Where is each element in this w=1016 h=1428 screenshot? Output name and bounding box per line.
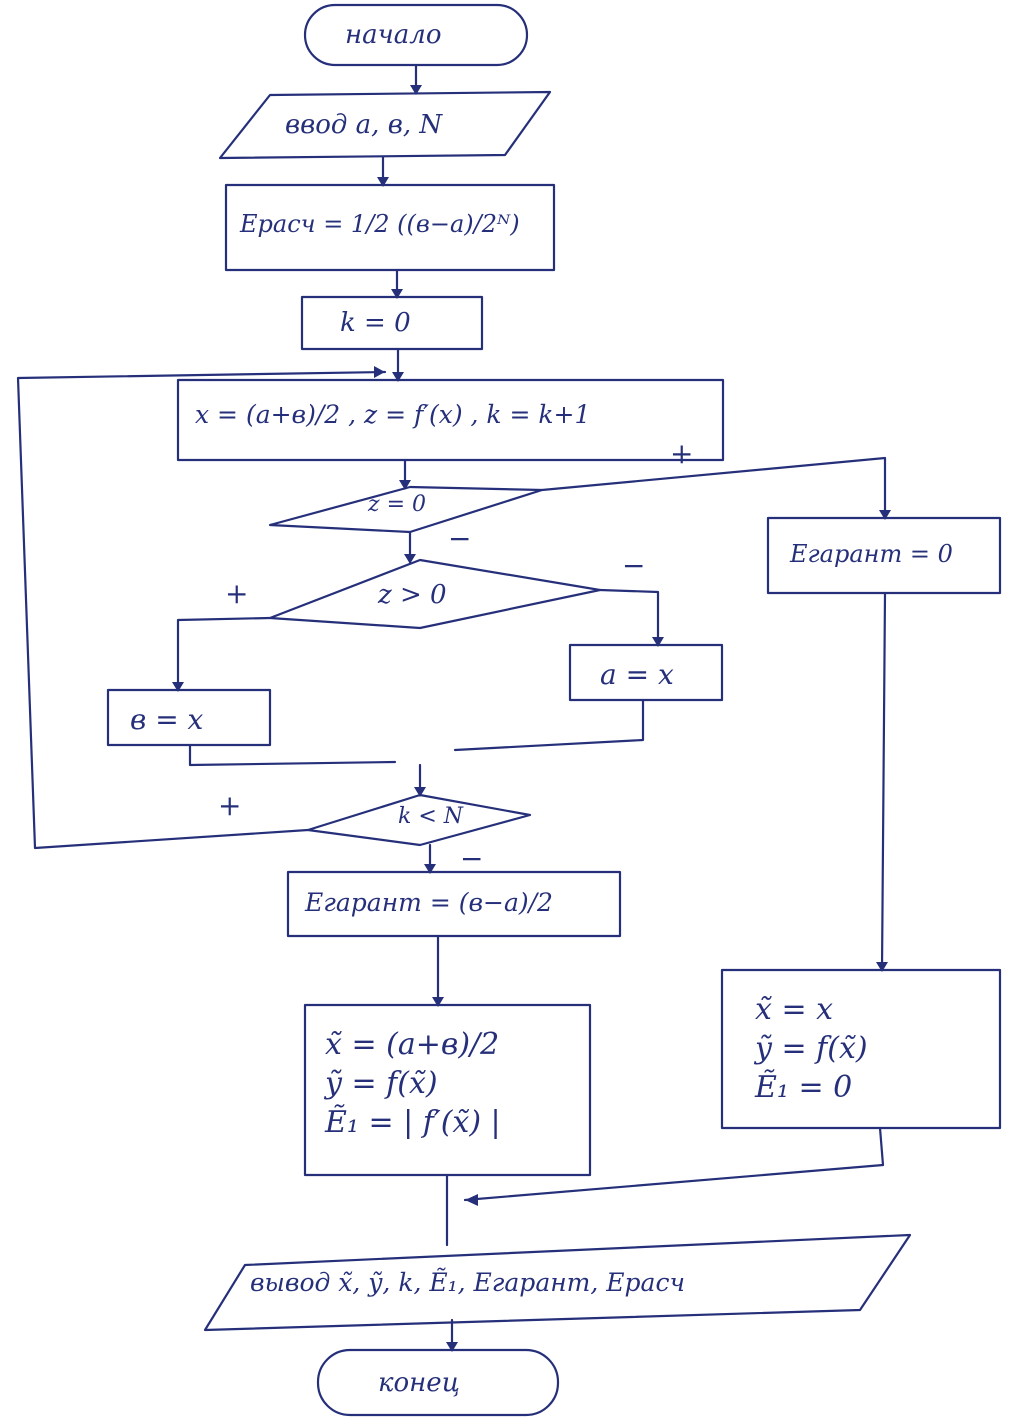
output-label: вывод x̃, ỹ, k, Ẽ₁, Eгарант, Eрасч	[250, 1268, 685, 1297]
eps-guar-calc-box	[286, 870, 622, 938]
loop-body-label: x = (a+в)/2 , z = f′(x) , k = k+1	[195, 400, 591, 429]
eps-calc-label: Eрасч = 1/2 ((в−a)/2ᴺ)	[240, 210, 520, 238]
z-positive-no-sign: −	[622, 549, 646, 582]
init-k-box	[300, 295, 484, 351]
k-less-n-yes-sign: +	[218, 789, 242, 822]
z-positive-label: z > 0	[378, 580, 447, 610]
result-right-box	[720, 968, 1002, 1130]
input-label: ввод a, в, N	[285, 110, 443, 140]
eps-guar-calc-label: Eгарант = (в−a)/2	[305, 888, 553, 917]
start-label: начало	[345, 20, 442, 50]
end-label: конец	[378, 1368, 460, 1398]
loop-body-box	[176, 378, 725, 462]
init-k-label: k = 0	[340, 308, 411, 338]
eps-guar-zero-label: Eгарант = 0	[790, 540, 953, 568]
k-less-n-diamond	[306, 793, 532, 847]
arrowheads	[172, 85, 891, 1352]
input-parallelogram	[218, 90, 552, 160]
assign-b-label: в = x	[130, 703, 204, 736]
result-right-label: x̃ = x ỹ = f(x̃) Ẽ₁ = 0	[755, 992, 868, 1105]
z-zero-label: z = 0	[368, 492, 427, 517]
assign-a-label: a = x	[600, 658, 674, 691]
end-terminator	[316, 1348, 560, 1417]
assign-a-box	[568, 643, 724, 702]
connector-lines	[16, 63, 887, 1352]
k-less-n-no-sign: −	[460, 842, 484, 875]
eps-calc-box	[224, 183, 556, 272]
z-zero-no-sign: −	[448, 522, 472, 555]
z-zero-yes-sign: +	[670, 437, 694, 470]
result-left-label: x̃ = (a+в)/2 ỹ = f(x̃) Ẽ₁ = | f′(x̃) |	[325, 1027, 501, 1140]
z-positive-yes-sign: +	[225, 577, 249, 610]
k-less-n-label: k < N	[398, 804, 464, 829]
output-parallelogram	[203, 1233, 912, 1332]
